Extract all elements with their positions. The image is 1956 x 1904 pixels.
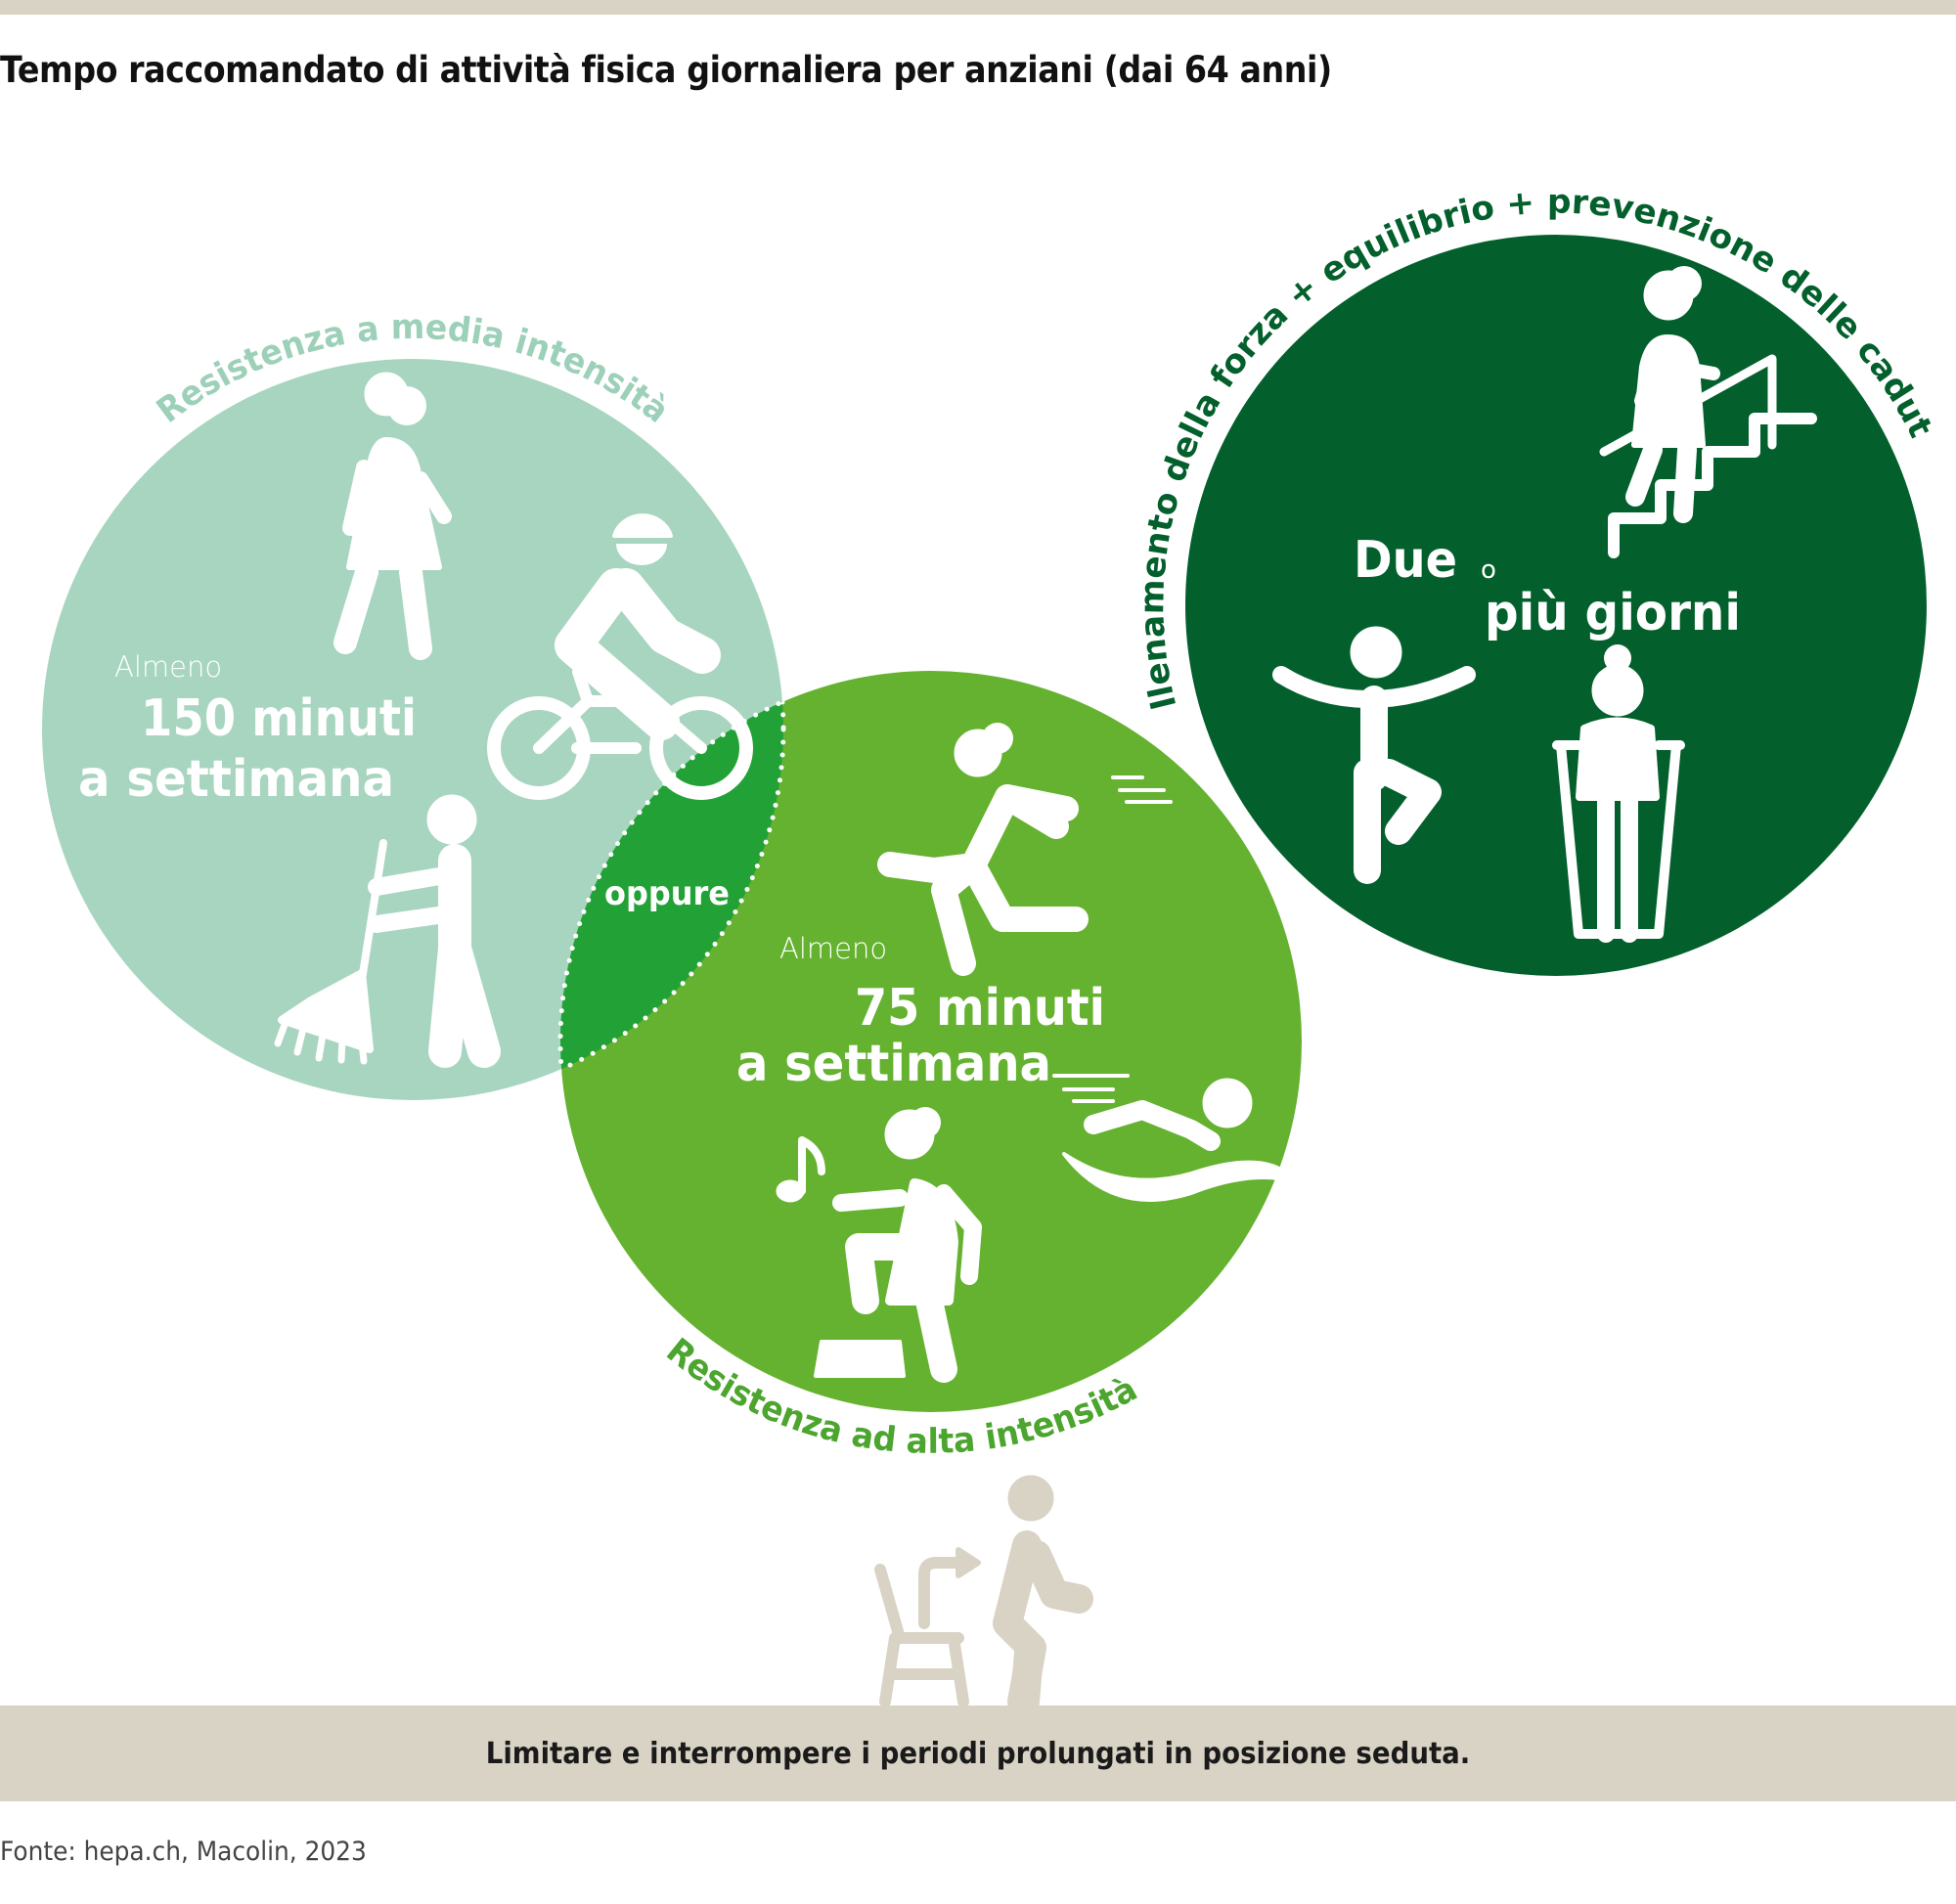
strength-line1: Due [1354,531,1457,590]
vigorous-period: a settimana [736,1035,1051,1093]
source-note: Fonte: hepa.ch, Macolin, 2023 [0,1837,367,1867]
stand-up-from-chair-icon [874,1475,1093,1716]
woman-with-walker-icon [1552,644,1685,943]
woman-climbing-stairs-icon [1599,266,1817,558]
vigorous-amount: 75 minuti [855,979,1105,1038]
strength-line2: più giorni [1485,584,1741,642]
balancing-man-icon [1272,626,1476,884]
strength-connector: o [1481,555,1496,585]
moderate-amount: 150 minuti [141,689,417,748]
swimmer-icon [1052,1074,1281,1202]
sitting-advice-band: Limitare e interrompere i periodi prolun… [0,1705,1956,1801]
running-woman-icon [877,723,1173,976]
page-title: Tempo raccomandato di attività fisica gi… [0,49,1332,91]
moderate-prefix: Almeno [114,650,222,684]
top-rule [0,0,1956,15]
overlap-region [560,671,783,1100]
overlap-label: oppure [604,874,730,913]
dancing-woman-icon [814,1107,982,1383]
overlap-dotted-border [557,668,786,1103]
sitting-advice-text: Limitare e interrompere i periodi prolun… [485,1736,1471,1771]
walking-woman-icon [333,372,452,660]
cyclist-icon [487,513,753,800]
music-note-icon [776,1136,825,1203]
vigorous-prefix: Almeno [779,932,887,965]
moderate-period: a settimana [78,750,394,809]
sweeping-person-icon [274,794,501,1068]
